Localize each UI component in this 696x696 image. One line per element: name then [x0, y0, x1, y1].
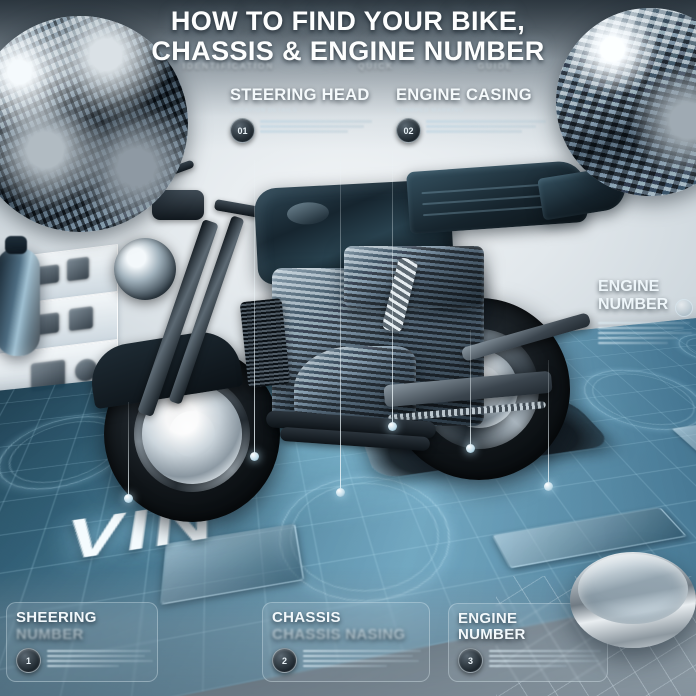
bottom-label-engine-subtitle: NUMBER: [458, 626, 526, 643]
leader-dot-2: [336, 488, 345, 497]
title-line-1: HOW TO FIND YOUR BIKE,: [170, 6, 526, 36]
leader-line-3: [392, 150, 393, 426]
body-line: [426, 125, 536, 128]
magnifier-lens: [578, 554, 688, 624]
right-label-line-2: NUMBER: [598, 296, 669, 313]
body-line: [47, 650, 151, 653]
bottom-label-engine-body: 3: [458, 648, 601, 673]
leader-line-2: [340, 152, 341, 492]
bottom-label-steering-card: SHEERING NUMBER 1: [6, 602, 158, 682]
bottom-label-chassis: CHASSIS CHASSIS NASING 2: [262, 602, 430, 682]
bottom-label-chassis-subtitle: CHASSIS NASING: [272, 626, 406, 643]
front-brake-rotor: [142, 384, 242, 484]
body-line: [303, 659, 419, 663]
body-line: [489, 664, 567, 668]
section-steering-head-lines: [260, 118, 372, 133]
body-line: [303, 654, 413, 658]
section-steering-head-body: 01: [230, 118, 380, 143]
bottom-label-steering-badge: 1: [16, 648, 41, 673]
body-line: [260, 130, 348, 133]
right-label-line-1: ENGINE: [598, 278, 660, 295]
section-engine-casing-body: 02: [396, 118, 556, 143]
body-line: [426, 130, 522, 133]
subtitle-left: IDENTIFICATION: [182, 62, 275, 71]
body-line: [598, 326, 684, 330]
leader-dot-6: [124, 494, 133, 503]
section-engine-casing-title: ENGINE CASING: [396, 86, 532, 104]
bottom-label-chassis-lines: [303, 648, 421, 668]
radiator: [239, 298, 291, 388]
body-line: [598, 336, 678, 340]
page-title: HOW TO FIND YOUR BIKE, CHASSIS & ENGINE …: [0, 6, 696, 66]
section-engine-casing-subtitle: STAMPED MARKING: [396, 108, 465, 114]
right-label-engine-number: ENGINE NUMBER: [598, 278, 696, 345]
headlamp: [114, 238, 176, 300]
section-engine-casing-lines: [426, 118, 546, 133]
body-line: [260, 120, 372, 123]
bottom-label-chassis-body: 2: [272, 648, 421, 673]
bottom-label-chassis-badge: 2: [272, 648, 297, 673]
bottom-label-engine: ENGINE NUMBER 3: [448, 603, 608, 682]
body-line: [598, 331, 692, 335]
section-engine-casing-badge: 02: [396, 118, 421, 143]
tank-cap: [286, 201, 330, 226]
leader-line-4: [470, 330, 471, 448]
body-line: [303, 650, 421, 653]
magnifying-glass-icon: [570, 552, 696, 674]
section-engine-casing: ENGINE CASING STAMPED MARKING 02: [396, 86, 556, 143]
leader-dot-4: [466, 444, 475, 453]
leader-line-5: [548, 360, 549, 486]
subtitle-mid: QUICK: [358, 62, 394, 71]
right-label-lines: [598, 320, 696, 345]
body-line: [47, 654, 145, 658]
leader-line-1: [254, 160, 255, 456]
section-steering-head-subtitle: LOCATION DETAILS: [230, 108, 298, 114]
section-steering-head-badge: 01: [230, 118, 255, 143]
body-line: [303, 664, 387, 668]
body-line: [47, 659, 153, 663]
leader-line-6: [128, 402, 129, 498]
subtitle-right: GUIDE: [477, 62, 514, 71]
body-line: [260, 125, 364, 128]
body-line: [489, 654, 595, 658]
bottom-label-engine-title: ENGINE: [458, 610, 518, 627]
body-line: [489, 659, 599, 663]
bottom-label-steering-lines: [47, 648, 153, 668]
body-line: [47, 664, 119, 668]
bottom-label-chassis-title: CHASSIS: [272, 609, 341, 626]
body-line: [598, 341, 668, 345]
bottom-label-engine-card: ENGINE NUMBER 3: [448, 603, 608, 682]
section-steering-head: STEERING HEAD LOCATION DETAILS 01: [230, 86, 380, 143]
leader-dot-9: [676, 300, 692, 316]
bottom-label-steering: SHEERING NUMBER 1: [6, 602, 158, 682]
bottom-label-engine-lines: [489, 648, 601, 668]
bottom-label-steering-subtitle: NUMBER: [16, 626, 84, 643]
leader-dot-5: [544, 482, 553, 491]
air-cylinder: [0, 236, 40, 356]
body-line: [426, 120, 546, 123]
bottom-label-chassis-card: CHASSIS CHASSIS NASING 2: [262, 602, 430, 682]
subtitle-row: IDENTIFICATION QUICK GUIDE: [0, 62, 696, 71]
bottom-label-steering-body: 1: [16, 648, 153, 673]
motorcycle-illustration: [86, 150, 629, 550]
shelf-tool-2: [67, 256, 89, 282]
bottom-label-engine-badge: 3: [458, 648, 483, 673]
section-steering-head-title: STEERING HEAD: [230, 86, 370, 104]
body-line: [489, 650, 601, 653]
bottom-label-steering-title: SHEERING: [16, 609, 97, 626]
leader-dot-1: [250, 452, 259, 461]
body-line: [598, 322, 690, 325]
leader-dot-3: [388, 422, 397, 431]
